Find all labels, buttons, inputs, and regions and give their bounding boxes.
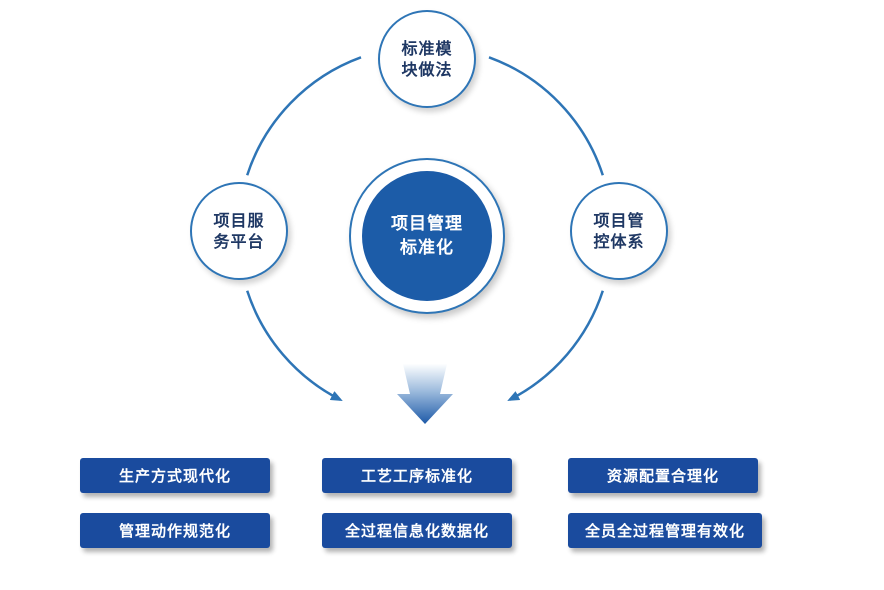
center-node: 项目管理 标准化 (362, 171, 492, 301)
node-standard-module: 标准模 块做法 (378, 10, 476, 108)
node-label-line: 务平台 (213, 232, 265, 251)
arc-top-to-right (488, 56, 604, 176)
node-label-line: 标准模 (401, 39, 453, 58)
down-arrow-icon (397, 364, 453, 424)
result-box-resource-allocation: 资源配置合理化 (568, 458, 758, 493)
node-label-line: 控体系 (593, 232, 645, 251)
result-box-process-standardization: 工艺工序标准化 (322, 458, 512, 493)
result-box-management-action: 管理动作规范化 (80, 513, 270, 548)
arc-right-to-bottom (507, 290, 604, 401)
result-box-all-staff-management: 全员全过程管理有效化 (568, 513, 762, 548)
node-project-service-platform: 项目服 务平台 (190, 182, 288, 280)
node-label-line: 项目管 (593, 211, 645, 230)
node-project-control-system: 项目管 控体系 (570, 182, 668, 280)
result-box-production-modernization: 生产方式现代化 (80, 458, 270, 493)
result-box-whole-process-data: 全过程信息化数据化 (322, 513, 512, 548)
node-label-line: 块做法 (401, 60, 453, 79)
node-label-line: 项目服 (213, 211, 265, 230)
arc-top-to-left (246, 56, 362, 176)
center-node-label-line: 标准化 (400, 238, 454, 258)
center-node-label-line: 项目管理 (391, 214, 463, 234)
arc-left-to-bottom (246, 290, 343, 401)
center-node-ring: 项目管理 标准化 (349, 158, 505, 314)
